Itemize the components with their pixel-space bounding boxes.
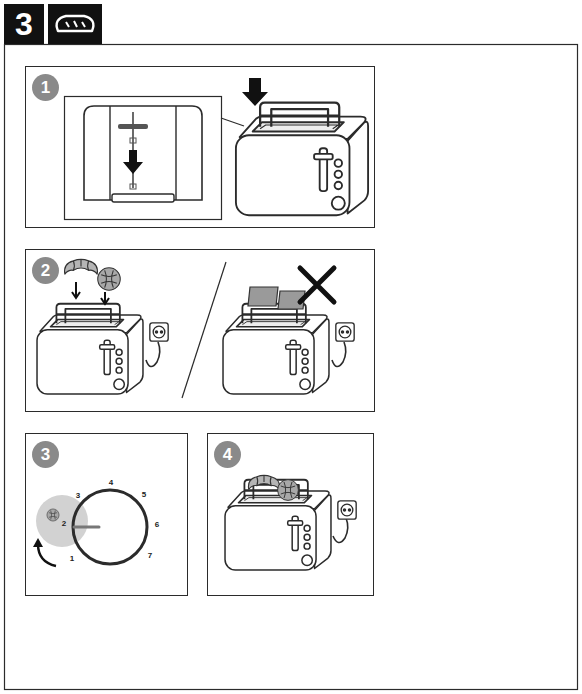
dial-number: 4: [109, 479, 113, 487]
bun-symbol: [47, 509, 59, 521]
outer-frame: [5, 45, 578, 690]
dial-number: 2: [62, 520, 66, 528]
bread-slice: [248, 287, 278, 306]
bread-icon: [57, 16, 94, 31]
dial: [73, 490, 147, 564]
step-panel: 2: [25, 249, 375, 412]
step1-inset: [84, 106, 202, 200]
toaster: [236, 117, 368, 216]
wall-socket: [338, 501, 356, 519]
dial-number: 3: [76, 492, 80, 500]
toaster: [37, 315, 143, 394]
turn-arrow: [38, 544, 56, 566]
croissant: [65, 259, 98, 274]
bun: [98, 268, 121, 291]
toaster: [225, 491, 331, 570]
dial-pointer: [74, 526, 99, 529]
power-cord: [146, 342, 160, 367]
power-cord: [332, 342, 346, 367]
step1-inset: [130, 138, 136, 143]
step-number: 1: [32, 74, 59, 101]
step1-inset: [65, 97, 222, 220]
step-panel: 4: [207, 433, 374, 596]
step1-inset: [118, 124, 148, 129]
step-number: 2: [32, 257, 59, 284]
dial-number: 6: [155, 521, 159, 529]
step-panel: 1: [25, 66, 375, 228]
step1-inset: [130, 184, 136, 189]
section-number-box: 3: [4, 4, 44, 44]
forbidden-cross: [300, 268, 334, 302]
divider: [182, 262, 226, 398]
step-panel: 3: [25, 433, 188, 596]
bread-icon: [66, 21, 85, 27]
wall-socket: [336, 323, 354, 341]
bun-rack: [260, 103, 339, 127]
dial-number: 7: [148, 552, 152, 560]
step1-inset: [65, 97, 222, 220]
bun-rack: [56, 304, 119, 323]
step-number: 4: [214, 441, 241, 468]
zoom-leader: [221, 118, 244, 126]
step1-inset: [112, 194, 174, 202]
step-number: 3: [32, 441, 59, 468]
toaster: [223, 315, 329, 394]
wall-socket: [150, 323, 168, 341]
push-arrow: [242, 78, 268, 106]
turn-arrow-head: [33, 538, 43, 547]
section-number: 3: [15, 8, 33, 40]
dial-number: 1: [70, 555, 74, 563]
step1-inset: [123, 150, 143, 174]
croissant: [248, 475, 279, 489]
bread-icon: [48, 4, 102, 44]
bun: [278, 480, 299, 501]
step1-inset: [110, 106, 176, 200]
power-cord: [333, 518, 348, 543]
bread-icon: [48, 4, 102, 44]
place-arrows: [72, 282, 109, 304]
dial-number: 5: [142, 491, 146, 499]
